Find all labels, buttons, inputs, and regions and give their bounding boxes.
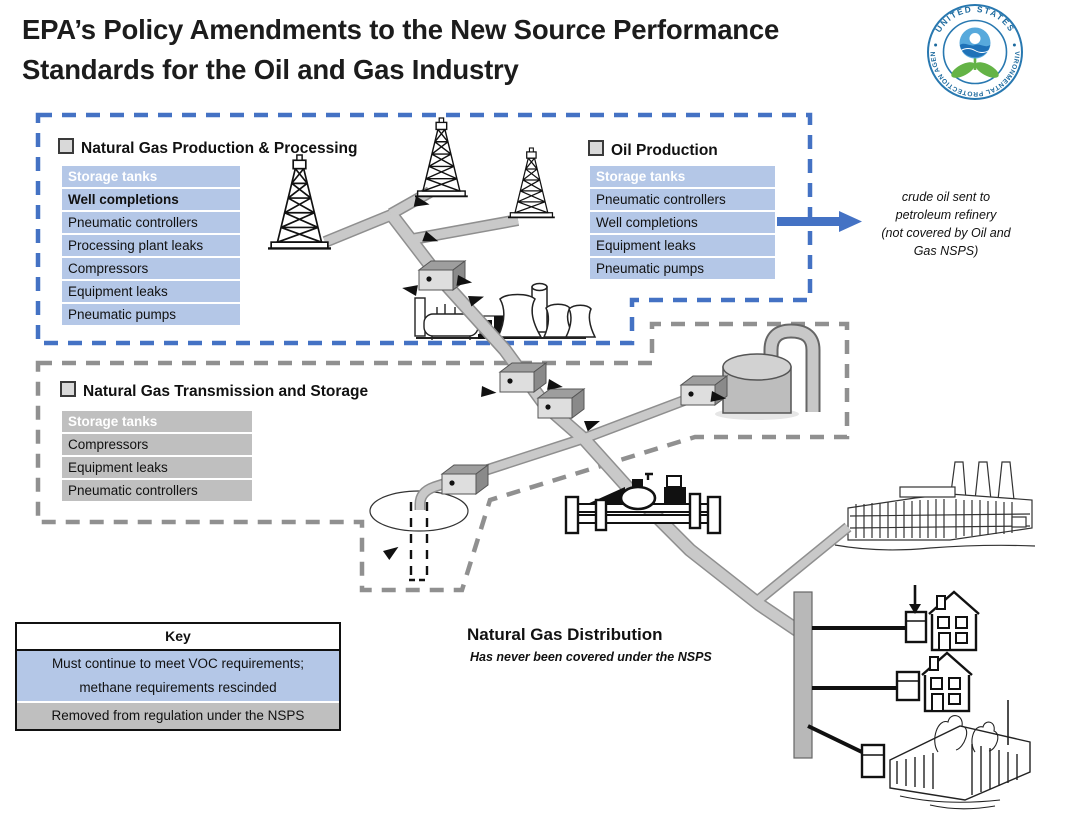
list-item: Equipment leaks [62,457,252,478]
processing-plant-icon [414,282,597,340]
key-voc-line2: methane requirements rescinded [79,680,277,695]
key-legend: Key Must continue to meet VOC requiremen… [15,622,341,731]
section-production-title: Natural Gas Production & Processing [81,140,358,157]
list-item: Equipment leaks [590,235,775,256]
crude-oil-note: crude oil sent to petroleum refinery (no… [855,188,1037,260]
blue-dashed-boundary [35,112,813,346]
crude-oil-note-line: petroleum refinery [895,208,997,222]
section-production: Natural Gas Production & Processing [58,138,357,158]
storage-tank-icon [715,323,821,420]
key-voc-entry: Must continue to meet VOC requirements; … [17,651,339,703]
compressor-box-icon [499,362,547,393]
epa-flower-icon [951,27,999,78]
list-item: Storage tanks [62,166,240,187]
crude-oil-note-line: Gas NSPS) [913,244,979,258]
transmission-list: Storage tanks Compressors Equipment leak… [62,411,252,501]
key-voc-line1: Must continue to meet VOC requirements; [51,656,305,671]
factory-icon [834,461,1036,551]
compressor-station-icon [564,472,722,535]
list-item: Compressors [62,434,252,455]
list-item: Pneumatic controllers [62,212,240,233]
production-list: Storage tanks Well completions Pneumatic… [62,166,240,325]
meter-icon [904,610,928,644]
crude-oil-note-line: (not covered by Oil and [881,226,1011,240]
list-item: Well completions [62,189,240,210]
list-item: Well completions [590,212,775,233]
list-item: Storage tanks [590,166,775,187]
epa-logo: UNITED STATES ENVIRONMENTAL PROTECTION A… [925,2,1023,100]
distribution-main-icon [793,591,908,759]
crude-oil-note-line: crude oil sent to [901,190,991,204]
list-item: Storage tanks [62,411,252,432]
meter-icon [860,743,886,779]
compressor-box-icon [441,464,489,495]
gray-dashed-boundary [35,321,850,593]
section-oil-title: Oil Production [611,142,718,159]
list-item: Pneumatic controllers [590,189,775,210]
compressor-box-icon [680,375,728,406]
meter-arrow-icon [909,585,921,614]
list-item: Pneumatic controllers [62,480,252,501]
oil-list: Storage tanks Pneumatic controllers Well… [590,166,775,279]
section-oil: Oil Production [588,140,718,160]
house-icon [920,651,974,713]
list-item: Pneumatic pumps [62,304,240,325]
list-item: Compressors [62,258,240,279]
list-item: Equipment leaks [62,281,240,302]
key-title: Key [17,624,339,651]
section-transmission-title: Natural Gas Transmission and Storage [83,383,369,400]
section-distribution-subtitle: Has never been covered under the NSPS [470,650,712,664]
list-item: Pneumatic pumps [590,258,775,279]
checkbox-icon [58,138,74,154]
page-title: EPA’s Policy Amendments to the New Sourc… [22,10,779,90]
compressor-box-icon [537,388,585,419]
list-item: Processing plant leaks [62,235,240,256]
derrick-icon [266,153,333,250]
meter-icon [895,670,921,702]
house-icon [927,590,981,652]
derrick-icon [507,147,556,219]
section-transmission: Natural Gas Transmission and Storage [60,381,368,401]
checkbox-icon [60,381,76,397]
page-title-line2: Standards for the Oil and Gas Industry [22,54,519,85]
crude-oil-arrow-icon [777,211,862,232]
derrick-icon [414,117,469,198]
key-removed-entry: Removed from regulation under the NSPS [17,703,339,729]
pipeline-network [322,186,852,640]
building-icon [889,700,1031,810]
section-distribution-title: Natural Gas Distribution [467,625,663,644]
checkbox-icon [588,140,604,156]
page-title-line1: EPA’s Policy Amendments to the New Sourc… [22,14,780,45]
